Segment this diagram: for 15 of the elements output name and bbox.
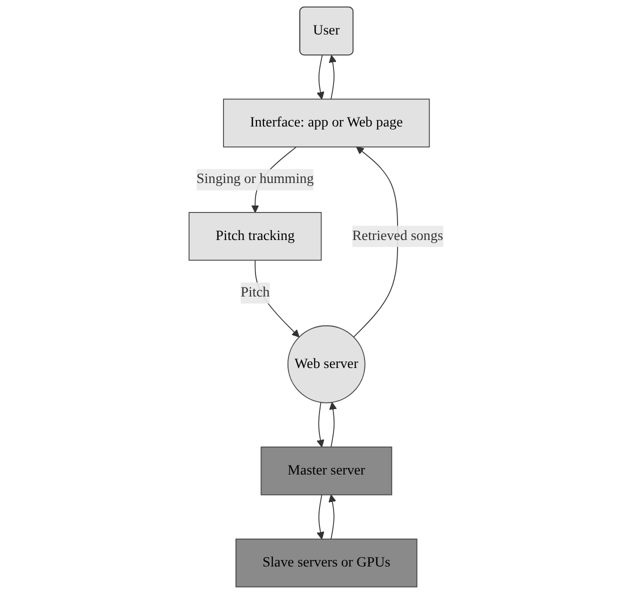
arrow bbox=[317, 402, 325, 448]
arrow bbox=[317, 494, 325, 540]
arrow bbox=[317, 54, 325, 100]
arrow bbox=[328, 494, 337, 540]
node-box: Interface: app or Web page bbox=[223, 98, 430, 148]
node-box: Slave servers or GPUs bbox=[236, 538, 418, 588]
edge-label: Singing or humming bbox=[196, 172, 314, 187]
node-box: Pitch tracking bbox=[189, 212, 322, 261]
edge-label: Pitch bbox=[241, 285, 270, 300]
arrow bbox=[330, 402, 338, 448]
node-circle: Web server bbox=[288, 325, 366, 404]
edge-label: Retrieved songs bbox=[352, 228, 444, 244]
arrow bbox=[329, 54, 337, 100]
arrow bbox=[354, 146, 399, 338]
node-box: Master server bbox=[261, 446, 393, 496]
